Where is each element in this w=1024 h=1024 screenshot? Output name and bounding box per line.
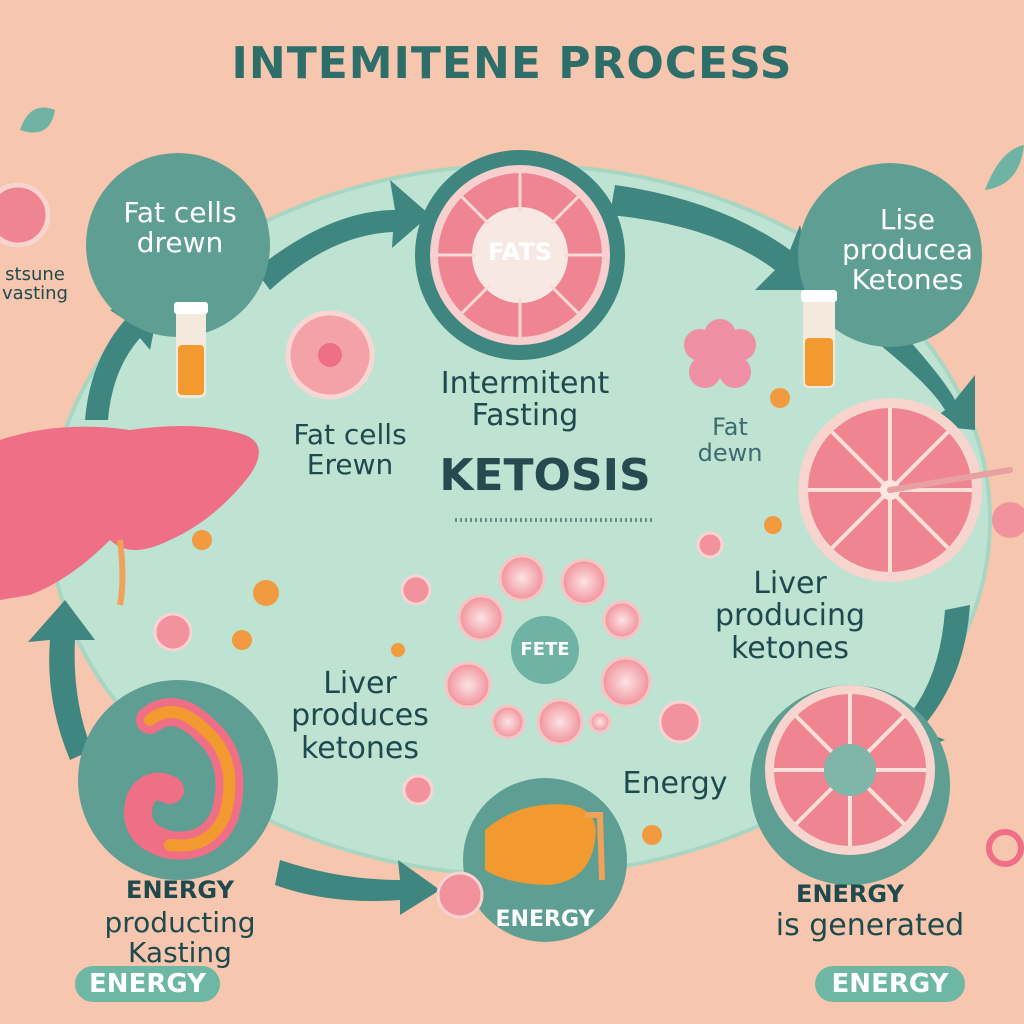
- center-upper-label: Intermitent Fasting: [440, 366, 610, 434]
- bubble-bl-label-2: producting Kasting: [104, 906, 256, 970]
- left-mid-label: Fat cells Erewn: [293, 418, 407, 482]
- stomach-icon-bottom: [485, 804, 596, 885]
- pill-energy-left: ENERGY: [75, 966, 220, 1002]
- bubble-bl-label-1: ENERGY: [126, 876, 234, 904]
- fat-cell-icon: [430, 165, 610, 345]
- arrow-right-down: [880, 330, 975, 430]
- page-title: INTEMITENE PROCESS: [231, 38, 793, 89]
- grapefruit-slice-icon: [798, 398, 1013, 582]
- ketone-vial-icon: [174, 302, 208, 398]
- fat-cell-ring: [444, 554, 652, 746]
- leaf-icon: [985, 145, 1024, 190]
- arrow-top-left: [255, 180, 430, 290]
- arrow-bottom: [275, 860, 440, 915]
- grapefruit-slice-icon-bottom: [765, 685, 935, 855]
- liver-icon: [0, 426, 259, 600]
- bubble-tr-label: Lise producea Ketones: [841, 203, 974, 297]
- pill-energy-right: ENERGY: [815, 966, 965, 1002]
- edge-left-label: stsune vasting: [2, 264, 68, 305]
- arrow-left-up: [28, 600, 95, 760]
- edge-ring: [986, 829, 1024, 867]
- flower-icon: [684, 319, 756, 388]
- edge-cell: [992, 502, 1024, 538]
- orange-dots: [192, 388, 790, 845]
- grapefruit-edge-icon: [0, 182, 51, 248]
- bubble-tl-label: Fat cells drewn: [123, 196, 237, 260]
- arrow-left-upper: [85, 300, 160, 420]
- bubble-bottom-center-label: ENERGY: [495, 907, 595, 932]
- left-lower-label: Liver produces ketones: [291, 666, 429, 766]
- center-main-label: KETOSIS: [439, 450, 651, 501]
- energy-mid-label: Energy: [622, 766, 728, 801]
- bubble-top-right: [798, 163, 982, 347]
- scattered-cells: [153, 531, 724, 919]
- center-small-bubble-label: FETE: [520, 639, 570, 660]
- center-small-bubble: [511, 616, 579, 684]
- bubble-br-label-2: is generated: [775, 908, 965, 943]
- ketone-vial-icon-right: [801, 290, 837, 388]
- bubble-br-label-1: ENERGY: [796, 880, 904, 908]
- bubble-top-left: [86, 153, 270, 337]
- bubble-top-center-label: FATS: [487, 238, 552, 266]
- right-lower-label: Liver producing ketones: [714, 566, 865, 666]
- leaf-icon-left: [20, 107, 55, 133]
- arrow-top-right: [610, 185, 815, 290]
- fat-cell-icon-left: [285, 310, 375, 400]
- right-mid-label: Fat dewn: [697, 413, 763, 467]
